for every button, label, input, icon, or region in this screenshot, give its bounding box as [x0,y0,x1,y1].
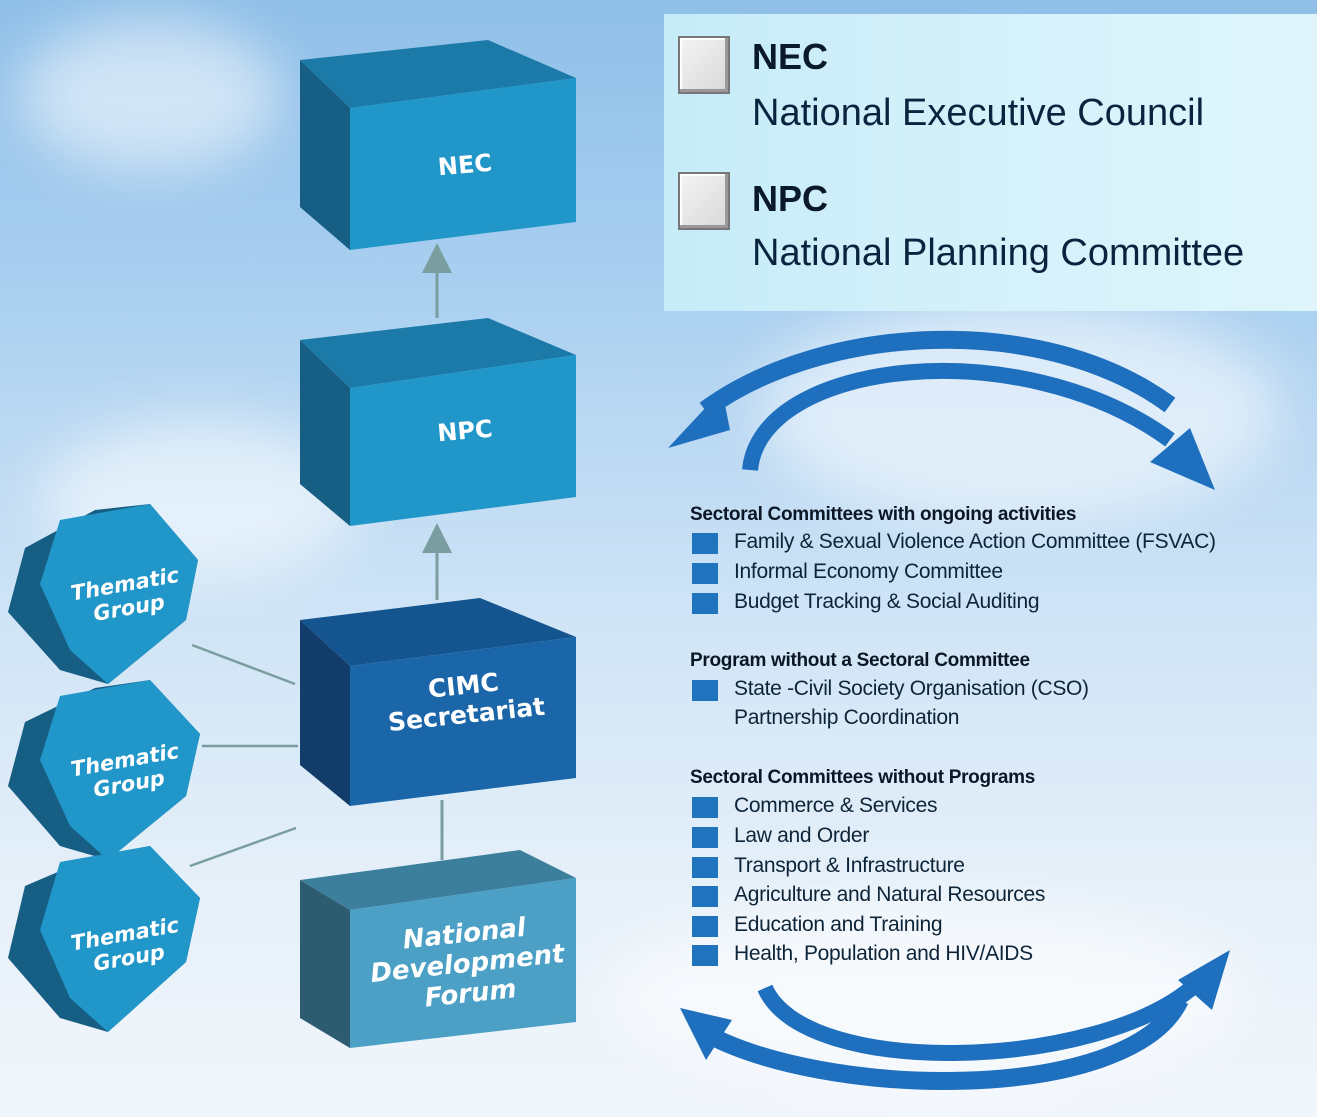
list-bullet [692,945,718,966]
list-bullet [692,593,718,614]
list-item: Informal Economy Committee [734,560,1003,583]
connector-group1-to-cimc [191,643,296,686]
connector-group3-to-cimc [189,826,297,868]
legend-nec-abbr: NEC [752,36,829,77]
cloud [20,20,280,170]
cycle-arrow-lower [680,950,1230,1090]
legend-nec-full: National Executive Council [752,92,1205,134]
list-bullet [692,886,718,907]
legend-nec-swatch [678,36,730,94]
cycle-arrow-upper [668,330,1215,490]
legend-panel [664,14,1317,311]
list-bullet [692,797,718,818]
list-item: Health, Population and HIV/AIDS [734,942,1033,965]
nec-box [300,40,576,250]
thematic-group-shape-3 [8,846,200,1032]
list-bullet [692,916,718,937]
legend-npc-swatch [678,172,730,230]
list-bullet [692,533,718,554]
section-title-program: Program without a Sectoral Committee [690,650,1030,671]
list-item-continuation: Partnership Coordination [734,706,960,729]
legend-npc-abbr: NPC [752,178,829,219]
thematic-group-shape-1 [8,504,198,684]
section-title-without-programs: Sectoral Committees without Programs [690,767,1035,788]
legend-npc-full: National Planning Committee [752,232,1245,274]
list-item: State -Civil Society Organisation (CSO) [734,677,1089,700]
thematic-group-shape-2 [8,680,200,860]
list-item: Family & Sexual Violence Action Committe… [734,530,1216,553]
list-item: Transport & Infrastructure [734,854,965,877]
list-bullet [692,563,718,584]
list-item: Budget Tracking & Social Auditing [734,590,1040,613]
list-bullet [692,857,718,878]
list-item: Commerce & Services [734,794,938,817]
npc-box [300,318,576,526]
ndf-box [300,850,576,1048]
list-bullet [692,827,718,848]
cimc-box [300,598,576,806]
list-item: Education and Training [734,913,943,936]
list-bullet [692,680,718,701]
list-item: Agriculture and Natural Resources [734,883,1046,906]
section-title-ongoing: Sectoral Committees with ongoing activit… [690,504,1077,525]
list-item: Law and Order [734,824,870,847]
